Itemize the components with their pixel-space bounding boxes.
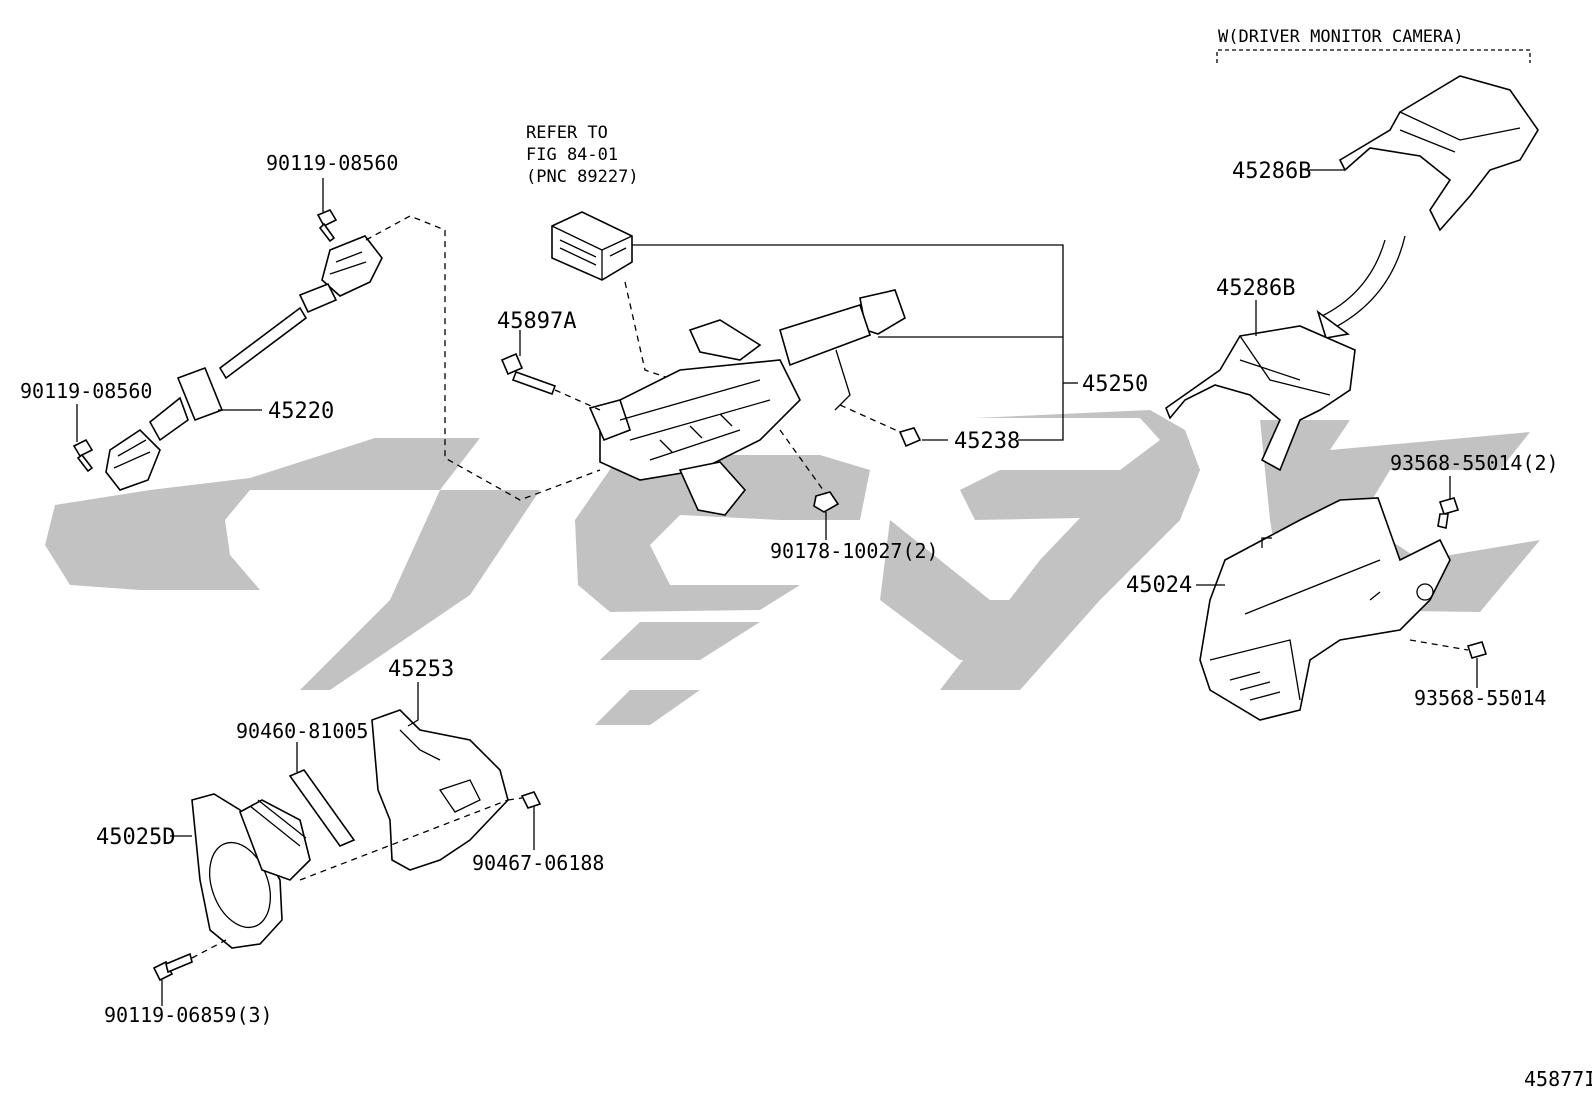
bolt-90119-06859-dash	[191, 939, 227, 959]
bolt-90119-06859-drawing	[152, 952, 193, 982]
upper-cover-camera-drawing	[1338, 75, 1539, 232]
watermark-shape-3	[575, 455, 870, 612]
group-header: W(DRIVER MONITOR CAMERA)	[1218, 27, 1464, 47]
label-column-assembly: 45250	[1082, 372, 1148, 397]
nut-90467-dash	[507, 797, 523, 801]
steering-column-drawing	[588, 289, 906, 516]
column-group-bracket	[632, 244, 1064, 441]
bolt-45897a-dash	[554, 389, 601, 411]
watermark-shape-2	[300, 490, 540, 690]
group-header-bracket	[1216, 49, 1531, 63]
label-lower-cover: 45024	[1126, 573, 1192, 598]
label-nut-90178: 90178-10027(2)	[770, 539, 939, 563]
nut-90467-drawing	[520, 791, 542, 809]
label-hole-cover: 45025D	[96, 825, 175, 850]
bolt-lower-drawing	[72, 438, 94, 473]
ecu-dash-leader	[624, 281, 681, 383]
shaft-dash-path	[365, 215, 601, 501]
hole-cover-bracket-drawing	[371, 709, 509, 871]
screw-93568-drawing	[1466, 641, 1488, 659]
label-hole-cover-bracket: 45253	[388, 657, 454, 682]
label-upper-cover-a: 45286B	[1232, 159, 1311, 184]
seal-90460-drawing	[288, 769, 356, 847]
label-upper-cover-b: 45286B	[1216, 276, 1295, 301]
screw-93568-dash	[1409, 639, 1469, 651]
label-bolt-90119-06859: 90119-06859(3)	[104, 1003, 273, 1027]
refer-note-line1: REFER TO	[526, 123, 608, 143]
refer-note-line2: FIG 84-01	[526, 145, 618, 165]
nut-90178-drawing	[813, 491, 840, 513]
intermediate-shaft-drawing	[105, 235, 383, 491]
ecu-module-drawing	[551, 211, 633, 281]
clip-45238-drawing	[898, 427, 922, 448]
bolt-upper-drawing	[316, 208, 338, 243]
watermark-shape-1	[45, 438, 480, 590]
label-screw-93568-2: 93568-55014(2)	[1390, 451, 1559, 475]
clip-45238-dash	[839, 404, 901, 433]
label-intermediate-shaft: 45220	[268, 399, 334, 424]
watermark-shape-5	[595, 690, 700, 725]
lower-cover-drawing	[1199, 497, 1451, 721]
label-nut-90467: 90467-06188	[472, 851, 604, 875]
label-bolt-upper-shaft: 90119-08560	[266, 151, 398, 175]
hole-cover-drawing	[191, 793, 311, 949]
label-bolt-45897a: 45897A	[497, 309, 576, 334]
watermark-shape-4	[600, 622, 760, 660]
hole-cover-dash	[299, 799, 509, 881]
figure-code: 45877I	[1524, 1067, 1592, 1091]
label-screw-93568: 93568-55014	[1414, 686, 1546, 710]
bolt-45897a-drawing	[500, 352, 557, 396]
arrow-camera-to-standard	[1316, 235, 1406, 339]
label-clip-45238: 45238	[954, 429, 1020, 454]
label-seal-90460: 90460-81005	[236, 719, 368, 743]
upper-cover-standard-drawing	[1165, 325, 1356, 472]
nut-90178-dash	[779, 429, 827, 495]
screw-93568-2-drawing	[1437, 497, 1460, 529]
bracket-45253-leader	[407, 682, 419, 727]
watermark-shape-7	[880, 520, 1060, 660]
refer-note-line3: (PNC 89227)	[526, 167, 639, 187]
label-bolt-lower-shaft: 90119-08560	[20, 379, 152, 403]
